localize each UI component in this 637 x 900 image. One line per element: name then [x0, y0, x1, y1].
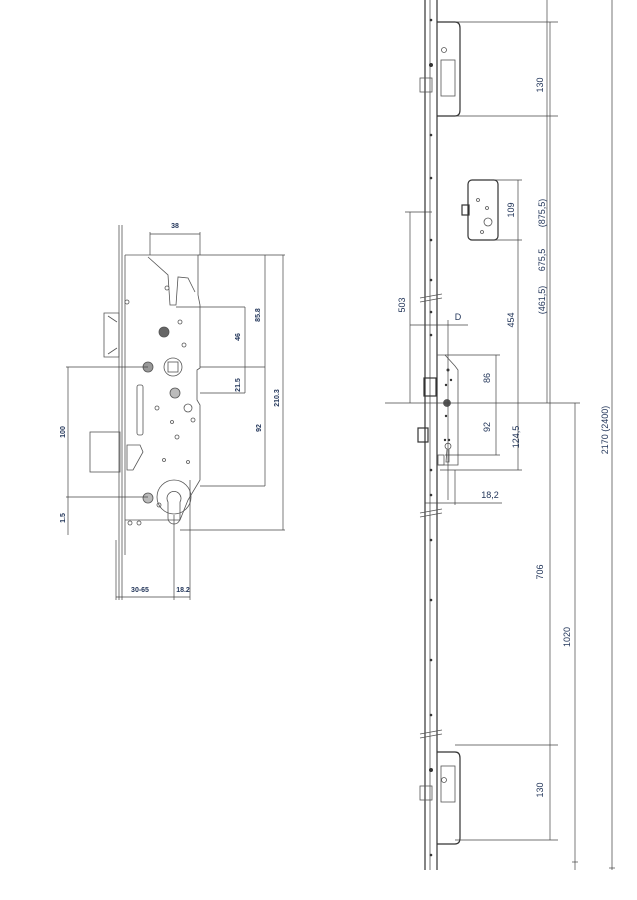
- dim-bottom-keeper-130: 130: [535, 782, 545, 797]
- faceplate-screw-holes: [429, 18, 433, 857]
- slot: [136, 384, 144, 436]
- gearbox: [461, 179, 499, 241]
- euro-cylinder-hole: [166, 490, 182, 525]
- dim-18-2: 18.2: [176, 587, 190, 594]
- dim-454: 454: [506, 312, 516, 327]
- dim-total-length: 2170 (2400): [600, 406, 610, 455]
- dim-109: 109: [506, 202, 516, 217]
- lock-case-drawing: 38 85.8 46 21.5 210.3 92 100 1.5 30-65 1…: [60, 223, 285, 600]
- pin: [158, 326, 170, 338]
- main-lock: [417, 354, 459, 466]
- dead-bolt: [89, 431, 121, 473]
- dim-92: 92: [256, 424, 263, 432]
- top-hook-keeper: [419, 21, 461, 117]
- dim-46: 46: [235, 333, 242, 341]
- dim-100: 100: [60, 426, 67, 438]
- dim-1-5: 1.5: [60, 513, 67, 523]
- dim-85-8: 85.8: [255, 308, 262, 322]
- dim-30-65: 30-65: [131, 587, 149, 594]
- dim-706: 706: [535, 564, 545, 579]
- dim-1020: 1020: [562, 627, 572, 647]
- square-spindle-hole: [167, 361, 179, 373]
- cylinder-rosette: [156, 479, 192, 515]
- right-dimension-lines: [385, 0, 615, 870]
- bottom-hook-keeper: [419, 751, 461, 845]
- dim-210-3: 210.3: [274, 389, 281, 407]
- pin: [183, 403, 193, 413]
- hook-bolt: [126, 444, 144, 471]
- latch-lever: [147, 256, 196, 306]
- dim-86: 86: [482, 373, 492, 383]
- dim-875-5: (875,5): [537, 199, 547, 228]
- dim-D: D: [455, 312, 462, 322]
- dim-top-keeper-130: 130: [535, 77, 545, 92]
- left-dimension-lines: [66, 232, 285, 600]
- dim-124-5: 124,5: [511, 426, 521, 449]
- pin: [169, 387, 181, 399]
- break-marks: [419, 293, 443, 739]
- multipoint-lock-full-drawing: 130 109 (875,5) 675,5 (461,5) 503 D 454 …: [385, 0, 615, 870]
- dim-503: 503: [397, 297, 407, 312]
- dim-92: 92: [482, 422, 492, 432]
- latch-bolt: [103, 312, 120, 358]
- dim-675-5: 675,5: [537, 249, 547, 272]
- follower-hub: [163, 357, 183, 377]
- dim-38: 38: [171, 223, 179, 230]
- lock-case-outline: [125, 254, 201, 521]
- pin: [142, 492, 154, 504]
- dim-18-2: 18,2: [481, 490, 499, 500]
- dim-461-5: (461,5): [537, 286, 547, 315]
- dim-21-5: 21.5: [235, 378, 242, 392]
